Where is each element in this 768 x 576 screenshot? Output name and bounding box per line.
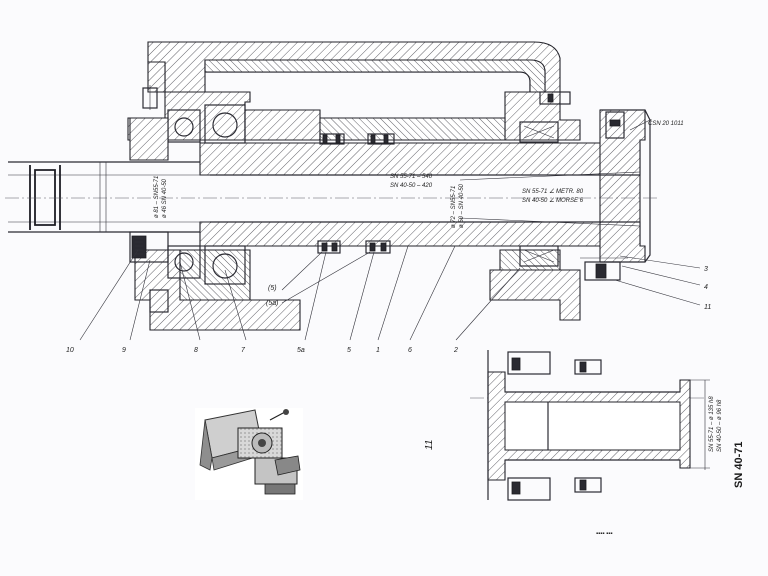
spindle-length-2: SN 40-50 – 420 [390, 183, 433, 189]
callout-6: 6 [408, 347, 412, 354]
callout-5-paren: (5) [268, 285, 277, 292]
bore-detail-2: SN 40-50 – ø 96 h8 [717, 399, 723, 452]
leader-lines [79, 119, 701, 341]
bearings [167, 104, 559, 285]
callout-3: 3 [704, 266, 708, 273]
bore-left-2: ø 46 SN 40-50 [162, 178, 168, 218]
bore-left-1: ø 81 – SN55-71 [154, 176, 160, 218]
left-nut-assembly [129, 85, 169, 313]
callout-4: 4 [704, 284, 708, 291]
standard-ref: ČSN 20 1011 [648, 120, 684, 127]
taper-spec-1: SN 55-71 ∠ METR. 80 [522, 188, 584, 195]
callout-11: 11 [704, 304, 711, 311]
callout-1: 1 [376, 347, 380, 354]
bore-mid-1: ø 72 – SN55-71 [451, 186, 457, 228]
bore-detail-1: SN 55-71 – ø 135 h8 [709, 396, 715, 452]
headstock-housing [127, 41, 581, 331]
callout-2: 2 [453, 347, 458, 354]
callout-7: 7 [241, 347, 246, 354]
callout-9: 9 [122, 347, 126, 354]
callout-10: 10 [66, 347, 74, 354]
callout-8: 8 [194, 347, 198, 354]
spindle [5, 109, 705, 399]
callout-5a: 5a [297, 347, 305, 354]
right-flange [539, 91, 628, 281]
callout-5a-paren: (5a) [266, 300, 278, 307]
callout-5: 5 [347, 347, 351, 354]
taper-spec-2: SN 40-50 ∠ MORSE 6 [522, 197, 584, 204]
footer-mark: ▪▪▪▪ ▪▪▪ [596, 531, 613, 537]
page-number: 11 [424, 440, 435, 450]
gear-keys [317, 133, 395, 254]
bore-mid-2: ø 50 – SN 40-50 [459, 183, 465, 228]
machine-code: SN 40-71 [733, 442, 745, 488]
spindle-length-1: SN 55-71 – 540 [390, 174, 433, 180]
detail-view [487, 350, 710, 501]
